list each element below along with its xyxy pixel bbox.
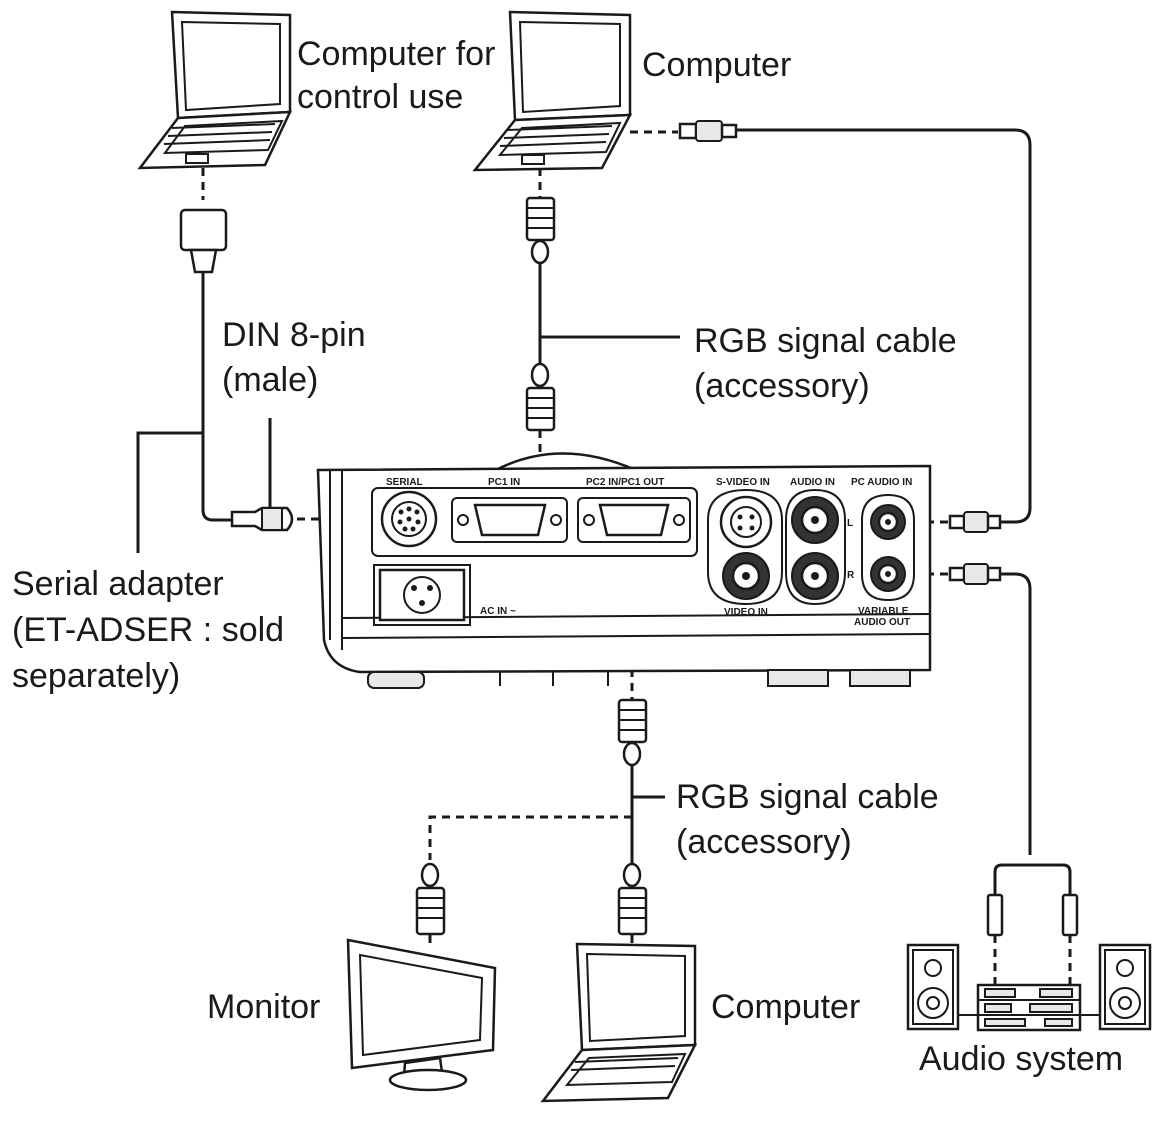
computer-control-label-line2: control use xyxy=(297,78,463,116)
serial-adapter-label-line2: (ET-ADSER : sold xyxy=(12,611,284,649)
din-label-line1: DIN 8-pin xyxy=(222,316,366,354)
serial-adapter-leader xyxy=(136,431,203,553)
rgb-connector-top-lower-icon xyxy=(525,362,556,432)
computer-top-label: Computer xyxy=(642,46,791,84)
laptop-control-icon xyxy=(137,10,293,170)
variable-label-line2: AUDIO OUT xyxy=(854,617,910,628)
l-channel-label: L xyxy=(847,518,853,529)
ac-in-label: AC IN ~ xyxy=(480,606,516,617)
audio-system-icon xyxy=(906,893,1152,1032)
mini-jack-plug-in-icon xyxy=(948,511,1002,533)
video-in-label: VIDEO IN xyxy=(724,607,768,618)
rgb-top-label-line1: RGB signal cable xyxy=(694,322,957,360)
serial-port-label: SERIAL xyxy=(386,477,423,488)
s-video-in-label: S-VIDEO IN xyxy=(716,477,770,488)
cables xyxy=(136,128,1072,985)
audio-split-cable xyxy=(993,863,1072,895)
monitor-label: Monitor xyxy=(207,988,320,1026)
projector-icon xyxy=(316,452,932,689)
pc-audio-in-label: PC AUDIO IN xyxy=(851,477,912,488)
rgb-connector-bottom-upper-icon xyxy=(617,698,648,767)
rgb-connector-bottom-lower-icon xyxy=(617,862,648,936)
rgb-connector-monitor-icon xyxy=(415,862,446,936)
serial-connector-icon xyxy=(179,208,228,274)
din-label-line2: (male) xyxy=(222,361,318,399)
pc2-in-pc1-out-label: PC2 IN/PC1 OUT xyxy=(586,477,664,488)
laptop-top-icon xyxy=(472,10,633,172)
audio-system-label: Audio system xyxy=(919,1040,1123,1078)
serial-adapter-label-line1: Serial adapter xyxy=(12,565,224,603)
audio-top-cable xyxy=(735,128,1032,524)
monitor-dashed xyxy=(428,815,632,860)
computer-bottom-label: Computer xyxy=(711,988,860,1026)
monitor-icon xyxy=(346,938,497,1092)
mini-jack-plug-out-icon xyxy=(948,563,1002,585)
rgb-bottom-label-line1: RGB signal cable xyxy=(676,778,939,816)
laptop-bottom-icon xyxy=(540,942,698,1103)
serial-adapter-label-line3: separately) xyxy=(12,657,180,695)
audio-out-cable xyxy=(1000,572,1032,855)
computer-control-label-line1: Computer for xyxy=(297,35,495,73)
din-8pin-plug-icon xyxy=(230,506,294,532)
rgb-top-label-line2: (accessory) xyxy=(694,367,870,405)
pc1-in-label: PC1 IN xyxy=(488,477,520,488)
r-channel-label: R xyxy=(847,570,855,581)
rgb-connector-top-upper-icon xyxy=(525,196,556,265)
audio-in-label: AUDIO IN xyxy=(790,477,835,488)
variable-label-line1: VARIABLE xyxy=(858,606,909,617)
serial-cable xyxy=(201,270,232,522)
mini-jack-plug-top-icon xyxy=(678,120,738,142)
rgb-bottom-label-line2: (accessory) xyxy=(676,823,852,861)
